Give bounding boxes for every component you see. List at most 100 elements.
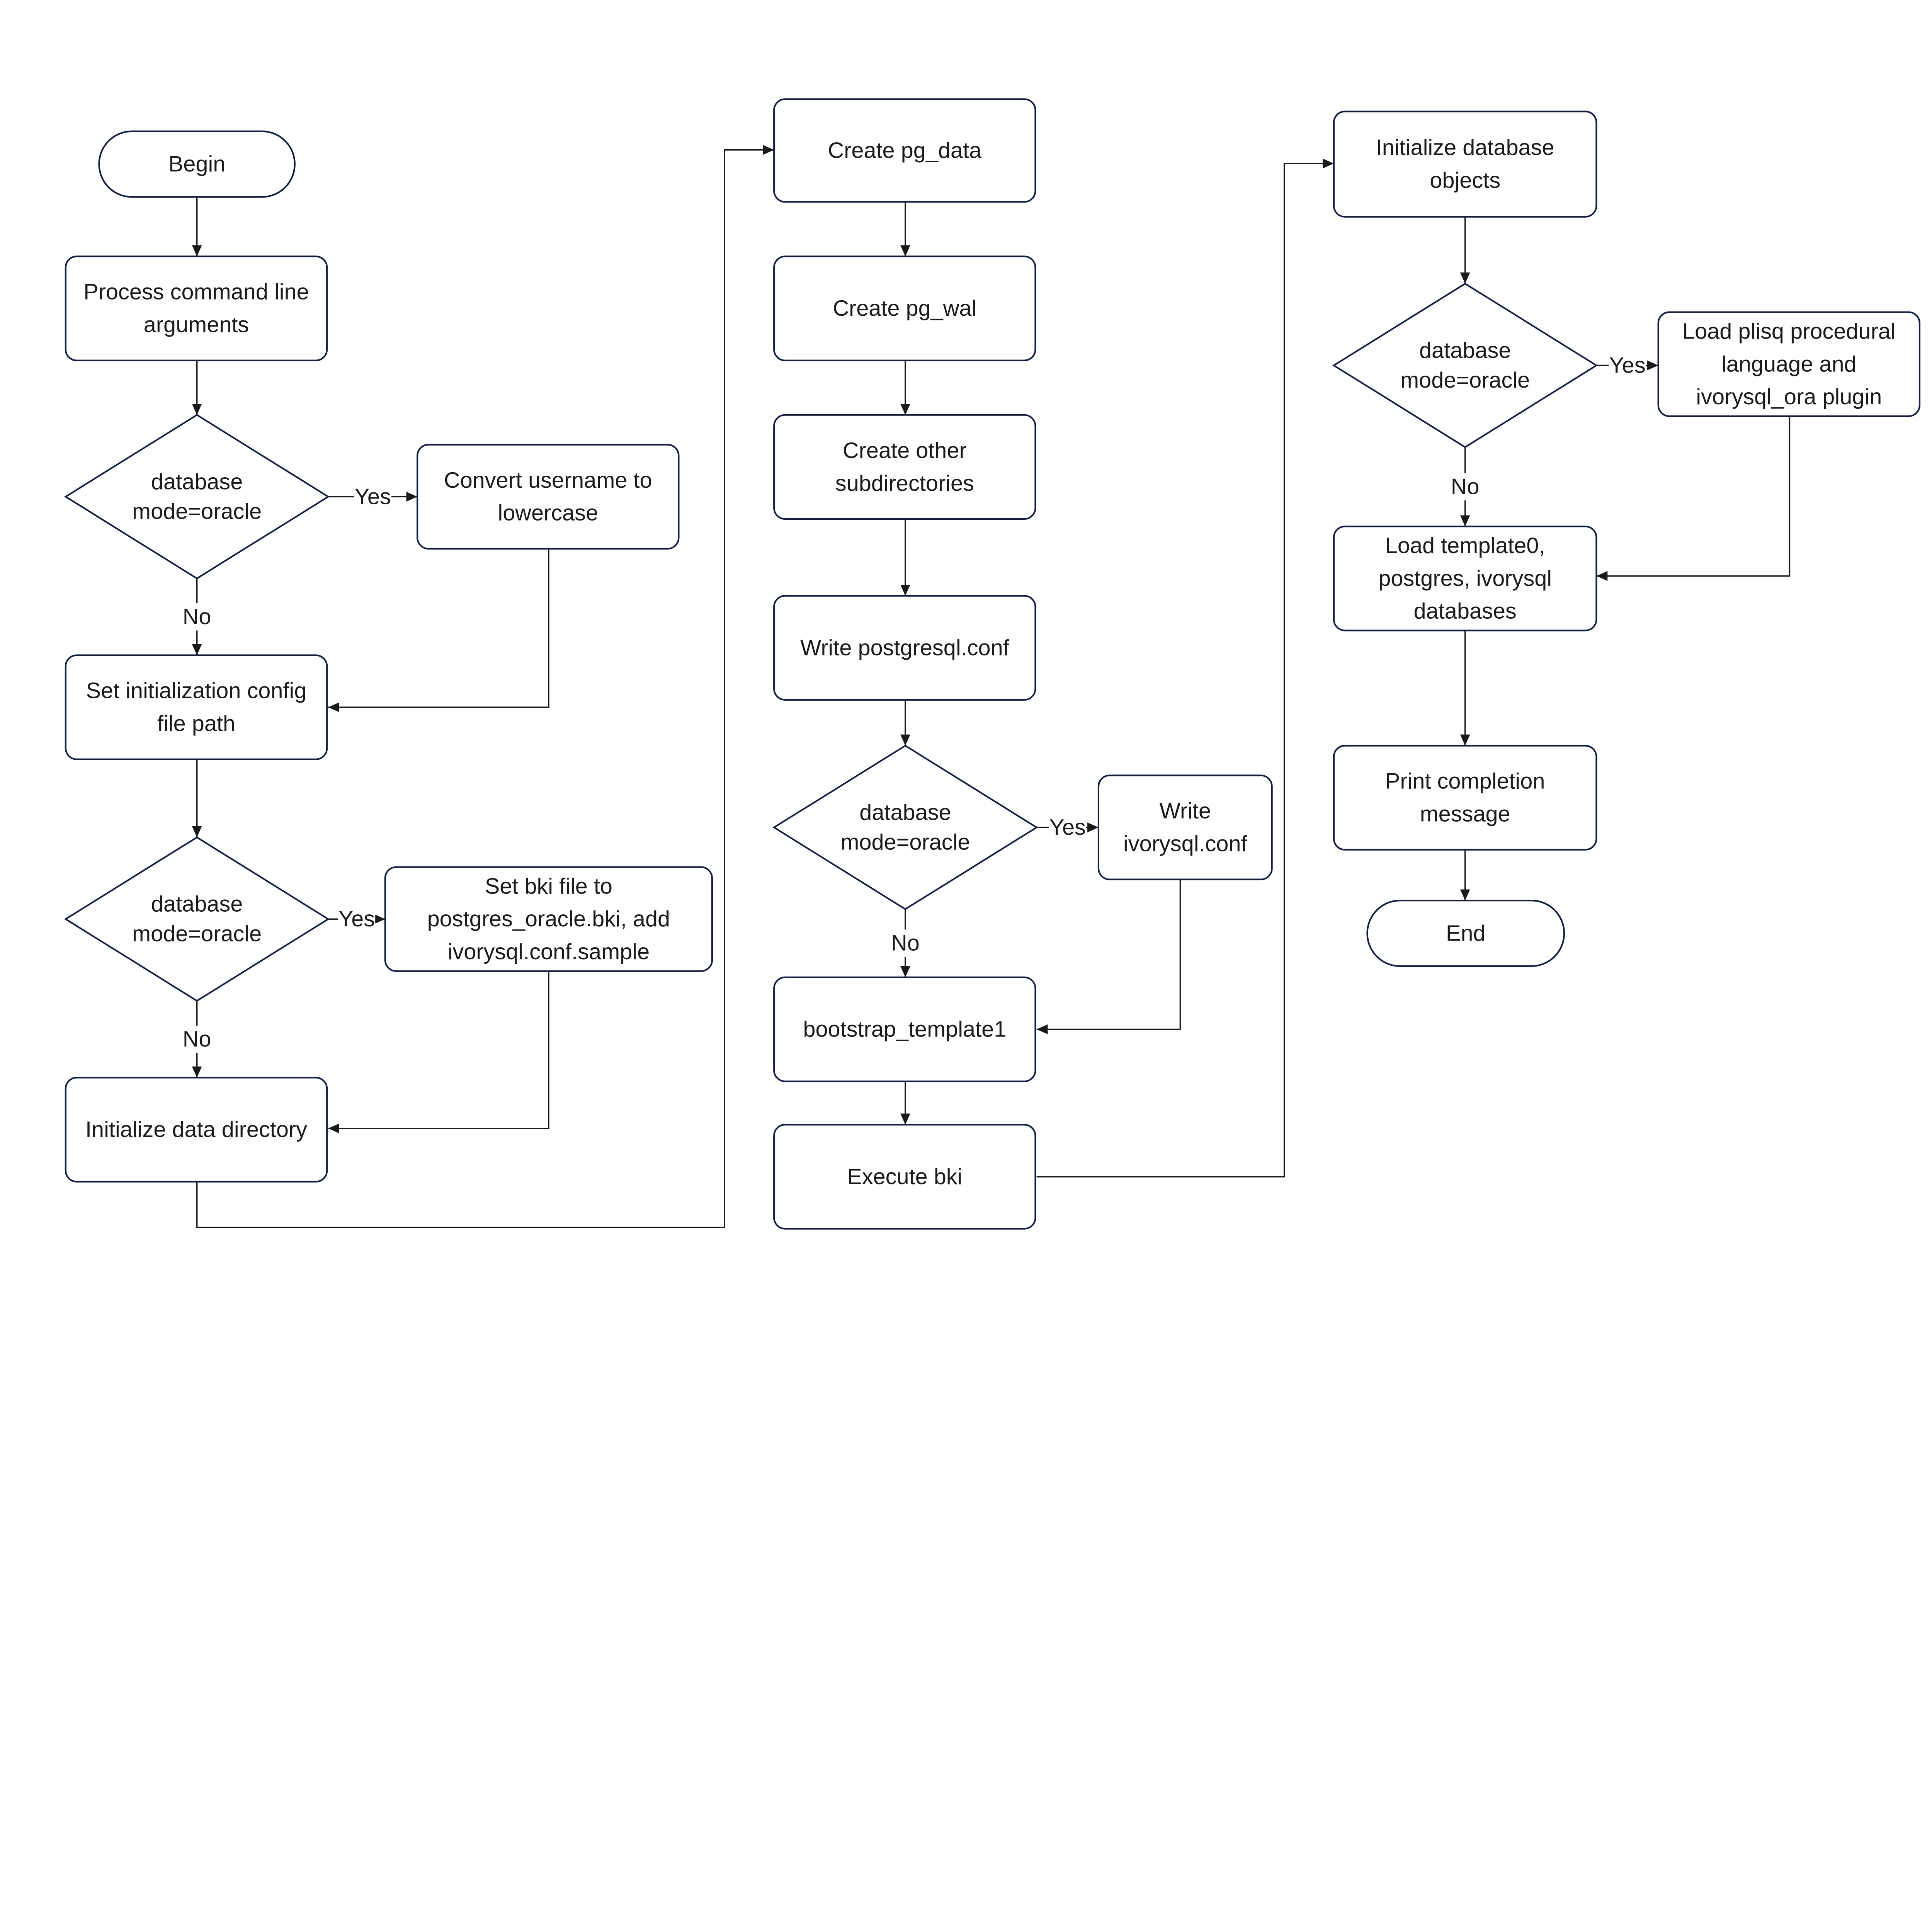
terminator-shape (1366, 900, 1565, 967)
connector-line (1036, 879, 1181, 1035)
node-label: arguments (144, 313, 249, 337)
node-label: Load template0, (1385, 533, 1545, 558)
connector-decision-3-to-bootstrap-template1: No (886, 909, 924, 977)
connector-line (328, 971, 549, 1133)
node-label: Initialize database (1376, 135, 1554, 160)
node-write-postgresql-conf: Write postgresql.conf (773, 595, 1036, 701)
branch-label: No (891, 931, 920, 956)
label-background (1049, 813, 1086, 841)
node-label: End (1446, 921, 1486, 946)
node-process-args: Process command line arguments (65, 255, 328, 361)
connector-line (196, 145, 774, 1229)
process-box (65, 1077, 328, 1183)
node-label: message (1420, 802, 1510, 827)
node-label: objects (1430, 168, 1500, 193)
node-label: Convert username to (444, 468, 652, 493)
branch-label: No (1451, 475, 1480, 499)
branch-label: Yes (338, 907, 375, 931)
label-background (1609, 352, 1646, 379)
connector-set-bki-to-init-data-dir (328, 971, 549, 1133)
node-label: Create pg_data (828, 138, 982, 163)
node-write-ivorysql-conf: Write ivorysql.conf (1097, 774, 1273, 880)
connector-decision-2-to-set-bki: Yes (328, 905, 385, 933)
node-label: database (151, 470, 243, 494)
node-label: ivorysql.conf (1123, 831, 1248, 856)
branch-label: No (183, 604, 211, 629)
node-init-data-dir: Initialize data directory (65, 1077, 328, 1183)
process-box (384, 866, 713, 972)
connector-decision-4-to-load-templates: No (1446, 447, 1484, 527)
node-end: End (1366, 900, 1565, 967)
node-label: Print completion (1385, 769, 1545, 794)
connector-load-plisq-to-load-templates (1596, 416, 1791, 581)
connector-init-data-dir-to-create-pg-data (196, 145, 774, 1229)
node-label: Create other (843, 438, 967, 463)
node-label: bootstrap_template1 (803, 1017, 1006, 1042)
node-label: mode=oracle (132, 922, 262, 946)
process-box (1333, 745, 1597, 851)
terminator-shape (98, 130, 296, 198)
connector-decision-1-to-set-config-path: No (178, 578, 216, 655)
decision-diamond (64, 836, 330, 1002)
node-label: Set initialization config (86, 679, 307, 703)
connector-execute-bki-to-init-db-objects (1036, 158, 1334, 1178)
label-background (354, 483, 391, 511)
connector-line (1596, 416, 1791, 581)
node-decision-4: database mode=oracle (1332, 283, 1598, 448)
node-label: Write postgresql.conf (800, 635, 1010, 660)
node-label: postgres, ivorysql (1378, 566, 1552, 591)
decision-diamond (772, 745, 1038, 910)
process-box (1333, 111, 1597, 218)
connector-decision-2-to-init-data-dir: No (178, 1001, 216, 1078)
process-box (773, 976, 1036, 1082)
process-box (1097, 774, 1273, 880)
process-box (773, 255, 1036, 361)
connector-line (1036, 158, 1334, 1178)
process-box (773, 1124, 1036, 1230)
node-label: lowercase (498, 501, 598, 526)
node-label: Begin (168, 152, 226, 177)
label-background (886, 929, 924, 957)
node-label: Initialize data directory (85, 1117, 307, 1142)
process-box (417, 444, 680, 550)
node-print-completion: Print completion message (1333, 745, 1597, 851)
process-box (1657, 311, 1921, 417)
node-label: mode=oracle (1400, 368, 1530, 393)
process-box (773, 595, 1036, 701)
node-label: mode=oracle (840, 830, 970, 854)
node-label: database (859, 800, 951, 825)
connector-decision-1-to-convert-username: Yes (328, 483, 418, 511)
node-label: Set bki file to (485, 874, 612, 899)
node-label: Process command line (83, 280, 309, 305)
node-label: databases (1414, 599, 1517, 624)
node-set-config-path: Set initialization config file path (65, 654, 328, 760)
branch-label: Yes (1049, 815, 1086, 840)
label-background (178, 603, 216, 631)
node-label: Create pg_wal (833, 296, 976, 321)
connector-decision-4-to-load-plisq: Yes (1596, 352, 1658, 379)
node-label: database (151, 892, 243, 917)
node-label: Execute bki (847, 1164, 962, 1189)
node-decision-2: database mode=oracle (64, 836, 330, 1002)
process-box (773, 98, 1036, 203)
node-label: mode=oracle (132, 499, 262, 524)
process-box (773, 414, 1036, 520)
node-label: database (1419, 338, 1511, 363)
process-box (1333, 526, 1597, 631)
node-create-pg-data: Create pg_data (773, 98, 1036, 203)
node-label: postgres_oracle.bki, add (427, 907, 670, 931)
node-bootstrap-template1: bootstrap_template1 (773, 976, 1036, 1082)
decision-diamond (64, 414, 330, 580)
label-background (338, 905, 376, 933)
branch-label: Yes (355, 484, 391, 509)
connector-decision-3-to-write-ivorysql-conf: Yes (1036, 813, 1099, 841)
node-decision-1: database mode=oracle (64, 414, 330, 580)
node-begin: Begin (98, 130, 296, 198)
node-init-db-objects: Initialize database objects (1333, 111, 1597, 218)
node-label: file path (157, 711, 235, 736)
node-label: Write (1160, 799, 1211, 824)
